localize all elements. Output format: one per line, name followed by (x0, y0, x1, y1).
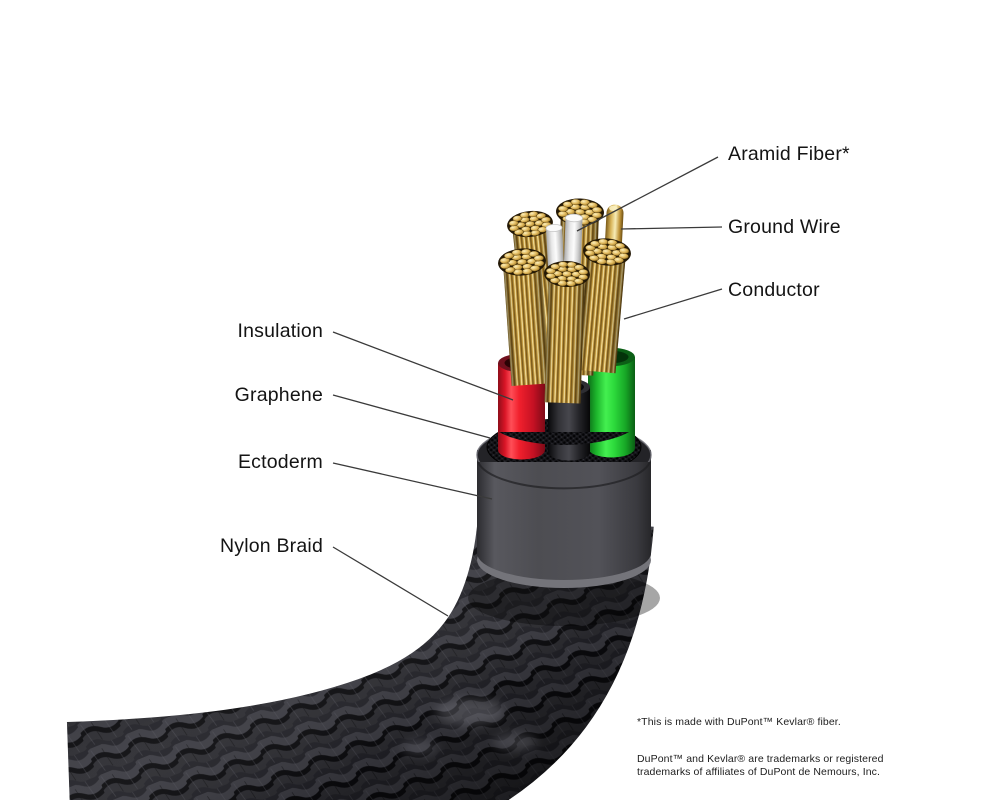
ectoderm-front-rim (478, 462, 650, 489)
label-nylon-braid: Nylon Braid (220, 535, 323, 557)
conductor-bundle-front-right (577, 237, 631, 374)
insulation-leader-line (332, 331, 514, 401)
label-insulation: Insulation (237, 320, 323, 342)
conductor-leader-line (623, 288, 723, 320)
braid-sheen (402, 698, 537, 756)
graphene-mesh-front-band (499, 432, 629, 445)
ectoderm-rim-edge (477, 461, 651, 490)
cylinder-contact-shadow (468, 570, 660, 626)
nylon-braid-jacket (66, 511, 660, 800)
label-aramid-fiber: Aramid Fiber* (728, 143, 850, 165)
label-ground-wire: Ground Wire (728, 216, 841, 238)
leader-lines (332, 156, 723, 617)
ectoderm-leader-line (332, 462, 493, 500)
label-graphene: Graphene (234, 384, 323, 406)
label-conductor: Conductor (728, 279, 820, 301)
nylon-braid-leader-line (332, 546, 449, 617)
conductor-bundle-front-center (544, 260, 590, 404)
ground-wire-leader-line (620, 226, 723, 230)
graphene-leader-line (332, 394, 491, 439)
trademark-footnote: DuPont™ and Kevlar® are trademarks or re… (637, 753, 884, 778)
aramid-fiber-leader-line (576, 156, 719, 232)
kevlar-footnote: *This is made with DuPont™ Kevlar® fiber… (637, 716, 841, 728)
label-ectoderm: Ectoderm (237, 451, 323, 473)
conductor-bundle-front-left (498, 247, 550, 387)
